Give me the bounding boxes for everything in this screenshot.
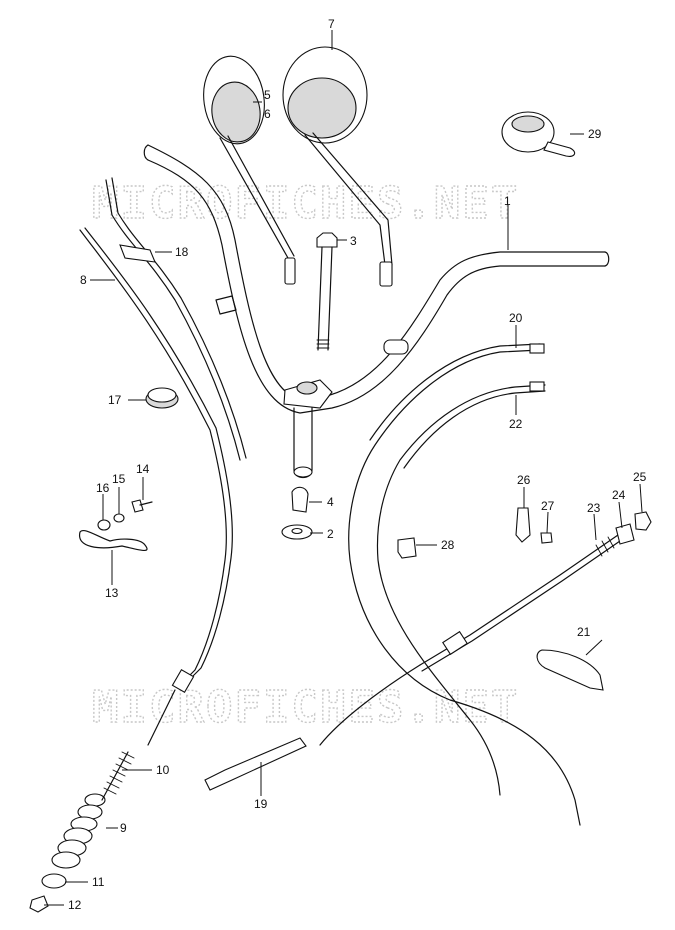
callout-7: 7 bbox=[328, 17, 335, 31]
boot[interactable] bbox=[51, 793, 106, 869]
screw[interactable] bbox=[131, 499, 153, 513]
callout-25: 25 bbox=[633, 470, 647, 484]
clutch-cable[interactable] bbox=[79, 227, 233, 746]
horn[interactable] bbox=[501, 111, 576, 157]
callout-26: 26 bbox=[517, 473, 531, 487]
callout-21: 21 bbox=[577, 625, 591, 639]
callout-4: 4 bbox=[327, 495, 334, 509]
throttle-cable-boot[interactable] bbox=[105, 177, 247, 461]
callout-20: 20 bbox=[509, 311, 523, 325]
callout-22: 22 bbox=[509, 417, 523, 431]
adjuster-nut[interactable] bbox=[634, 511, 652, 531]
bracket-screw[interactable] bbox=[540, 532, 553, 544]
callout-23: 23 bbox=[587, 501, 601, 515]
callout-19: 19 bbox=[254, 797, 268, 811]
callout-1: 1 bbox=[504, 194, 511, 208]
nut[interactable] bbox=[29, 895, 49, 913]
clamp[interactable] bbox=[79, 529, 148, 551]
callout-16: 16 bbox=[96, 481, 110, 495]
leader-lines bbox=[44, 30, 643, 906]
callout-17: 17 bbox=[108, 393, 122, 407]
grommet[interactable] bbox=[145, 387, 179, 409]
callout-12: 12 bbox=[68, 898, 82, 912]
callout-5: 5 bbox=[264, 88, 271, 102]
spring[interactable] bbox=[101, 751, 135, 801]
adjuster[interactable] bbox=[615, 523, 635, 545]
clip[interactable] bbox=[397, 537, 417, 559]
watermark-top: MICROFICHES.NET bbox=[92, 178, 519, 229]
callout-3: 3 bbox=[350, 234, 357, 248]
cap[interactable] bbox=[41, 873, 67, 889]
throttle-cable-no-1[interactable] bbox=[348, 343, 581, 826]
cable-band[interactable] bbox=[204, 737, 307, 791]
callout-10: 10 bbox=[156, 763, 170, 777]
callout-29: 29 bbox=[588, 127, 602, 141]
callout-11: 11 bbox=[92, 875, 105, 889]
callout-15: 15 bbox=[112, 472, 126, 486]
callout-6: 6 bbox=[264, 107, 271, 121]
callout-8: 8 bbox=[80, 273, 87, 287]
lever[interactable] bbox=[536, 649, 604, 691]
callout-labels: 1 2 3 4 5 6 7 8 9 10 11 12 13 14 15 16 1… bbox=[68, 17, 647, 912]
brake-cable[interactable] bbox=[319, 534, 621, 746]
handlebar[interactable] bbox=[143, 144, 610, 479]
bracket[interactable] bbox=[515, 507, 531, 543]
callout-27: 27 bbox=[541, 499, 555, 513]
plain-washer[interactable] bbox=[97, 519, 111, 531]
callout-2: 2 bbox=[327, 527, 334, 541]
throttle-cable-no-2[interactable] bbox=[376, 381, 546, 796]
lock-washer[interactable] bbox=[113, 513, 125, 523]
callout-28: 28 bbox=[441, 538, 455, 552]
callout-9: 9 bbox=[120, 821, 127, 835]
cushion[interactable] bbox=[291, 486, 309, 513]
mirror-right[interactable] bbox=[282, 46, 393, 287]
bolt[interactable] bbox=[316, 232, 338, 351]
callout-14: 14 bbox=[136, 462, 150, 476]
callout-24: 24 bbox=[612, 488, 626, 502]
callout-13: 13 bbox=[105, 586, 119, 600]
mirror-left[interactable] bbox=[198, 52, 296, 285]
callout-18: 18 bbox=[175, 245, 189, 259]
washer[interactable] bbox=[281, 524, 313, 540]
watermark-bottom: MICROFICHES.NET bbox=[92, 682, 519, 733]
